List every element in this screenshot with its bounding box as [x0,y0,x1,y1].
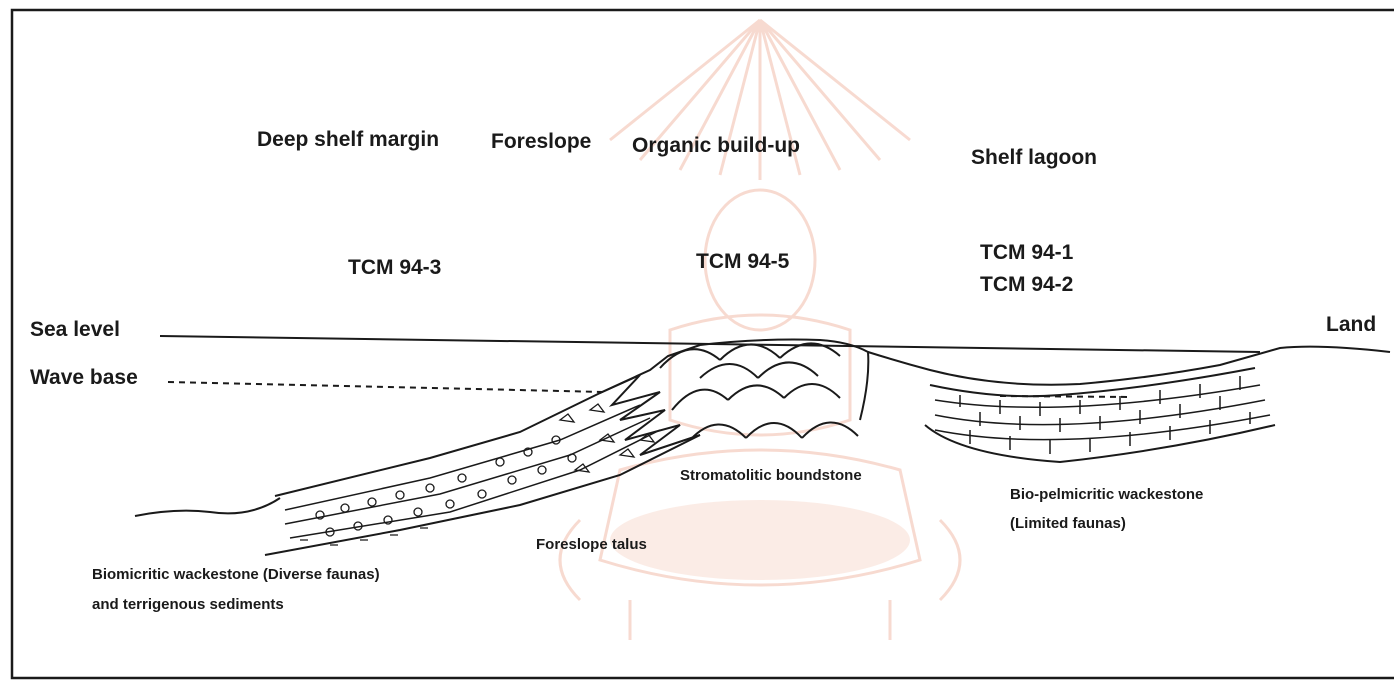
label-wave-base: Wave base [30,366,138,390]
zone-organic-buildup: Organic build-up [632,134,800,158]
seafloor-left [135,498,280,516]
sample-tcm-94-3: TCM 94-3 [348,256,441,280]
zone-deep-shelf-margin: Deep shelf margin [257,128,439,152]
label-biopelmicritic-2: (Limited faunas) [1010,515,1126,532]
wedge-bedding [285,405,660,538]
label-foreslope-talus: Foreslope talus [536,536,647,553]
wedge-texture [300,404,654,545]
land-profile [868,347,1390,385]
lagoon-bedding [935,376,1270,454]
zone-foreslope: Foreslope [491,130,591,154]
sample-tcm-94-2: TCM 94-2 [980,273,1073,297]
sample-tcm-94-1: TCM 94-1 [980,241,1073,265]
label-biomicritic-2: and terrigenous sediments [92,596,284,613]
sample-tcm-94-5: TCM 94-5 [696,250,789,274]
stromatolite-arches [660,343,858,440]
label-sea-level: Sea level [30,318,120,342]
zone-shelf-lagoon: Shelf lagoon [971,146,1097,170]
label-land: Land [1326,313,1376,337]
label-stromatolitic-boundstone: Stromatolitic boundstone [680,467,862,484]
label-biopelmicritic-1: Bio-pelmicritic wackestone [1010,486,1203,503]
lagoon-lens-bottom [925,425,1275,462]
wave-base-line [168,382,605,392]
mound-outline [700,340,868,420]
label-biomicritic-1: Biomicritic wackestone (Diverse faunas) [92,566,380,583]
